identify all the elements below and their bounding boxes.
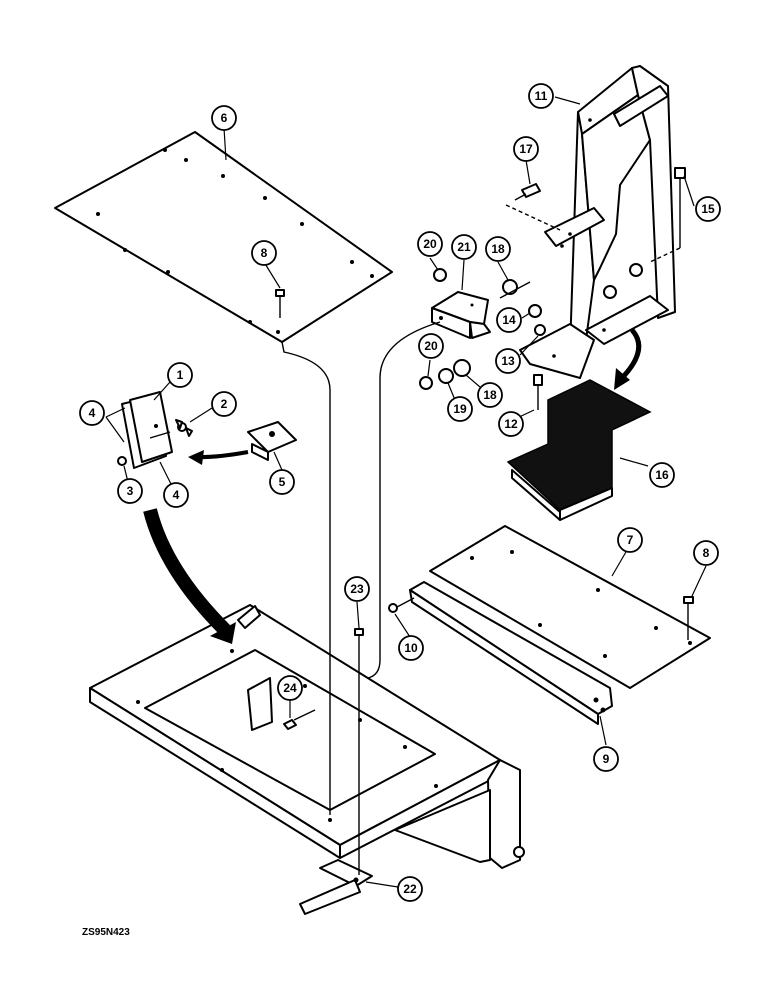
- callout-4a-label: 4: [89, 406, 96, 420]
- routing-line-left: [281, 341, 331, 815]
- callout-14-label: 14: [502, 313, 516, 327]
- seat-frame: [89, 604, 525, 869]
- latch-assembly: [117, 391, 297, 469]
- screw-part-8-right: [683, 596, 694, 640]
- callout-3: 3: [117, 478, 143, 504]
- plate-part-7: [429, 525, 711, 689]
- drawing-code: ZS95N423: [82, 927, 130, 938]
- callout-19-label: 19: [453, 402, 467, 416]
- callout-18a: 18: [485, 236, 511, 262]
- callout-21-label: 21: [457, 240, 471, 254]
- nut-part-14: [528, 304, 542, 318]
- callout-18b: 18: [477, 382, 503, 408]
- screw-part-10: [388, 597, 415, 613]
- callout-12-label: 12: [504, 417, 518, 431]
- callout-19: 19: [447, 396, 473, 422]
- direction-arrow-large: [143, 508, 230, 635]
- callout-15: 15: [695, 196, 721, 222]
- bolt-part-15: [649, 167, 686, 263]
- leader-lines: [105, 96, 707, 888]
- callout-11-label: 11: [535, 89, 548, 103]
- callouts: 1 2 3 4 4 5 6 7 8 8 9 10 11 12 13 14 15 …: [79, 83, 721, 902]
- callout-20b: 20: [418, 333, 444, 359]
- callout-24-label: 24: [283, 681, 297, 695]
- bolt-part-24: [283, 709, 316, 730]
- callout-7: 7: [617, 527, 643, 553]
- callout-5-label: 5: [279, 475, 286, 489]
- callout-2-label: 2: [221, 397, 228, 411]
- routing-line-right: [367, 321, 441, 679]
- callout-14: 14: [496, 307, 522, 333]
- angle-part-9: [409, 581, 613, 725]
- callout-22-label: 22: [403, 882, 417, 896]
- callout-4a: 4: [79, 400, 105, 426]
- hinge-bracket-part-21: [431, 291, 491, 339]
- callout-16: 16: [649, 462, 675, 488]
- callout-1: 1: [167, 362, 193, 388]
- callout-20a-label: 20: [423, 237, 437, 251]
- callout-23-label: 23: [350, 582, 364, 596]
- callout-8a-label: 8: [261, 246, 268, 260]
- callout-9: 9: [593, 746, 619, 772]
- callout-20b-label: 20: [424, 339, 438, 353]
- bracket-part-22: [299, 859, 373, 915]
- callout-12: 12: [498, 411, 524, 437]
- callout-3-label: 3: [127, 484, 134, 498]
- bolt-part-12: [533, 374, 543, 410]
- arrowhead-mat: [614, 368, 630, 390]
- callout-23: 23: [344, 576, 370, 602]
- callout-4b-label: 4: [173, 488, 180, 502]
- callout-16-label: 16: [655, 468, 669, 482]
- callout-22: 22: [397, 876, 423, 902]
- arrowhead-small: [188, 450, 204, 465]
- callout-13-label: 13: [501, 354, 515, 368]
- callout-20a: 20: [417, 231, 443, 257]
- callout-4b: 4: [163, 482, 189, 508]
- callout-17-label: 17: [519, 142, 533, 156]
- callout-6-label: 6: [221, 111, 228, 125]
- callout-9-label: 9: [603, 752, 610, 766]
- bolt-part-17: [505, 183, 561, 231]
- callout-10-label: 10: [404, 641, 418, 655]
- screw-part-8-top: [275, 289, 285, 318]
- arrowhead-large: [210, 622, 236, 644]
- floor-mat-part-16: [506, 379, 652, 521]
- washer-part-19: [438, 368, 454, 384]
- nut-part-20-top: [433, 268, 447, 282]
- callout-8b: 8: [693, 540, 719, 566]
- callout-21: 21: [451, 234, 477, 260]
- callout-5: 5: [269, 469, 295, 495]
- callout-17: 17: [513, 136, 539, 162]
- nut-part-13: [534, 324, 546, 336]
- callout-13: 13: [495, 348, 521, 374]
- plate-part-6: [54, 131, 393, 343]
- callout-11: 11: [528, 83, 554, 109]
- callout-1-label: 1: [177, 368, 184, 382]
- callout-6: 6: [211, 105, 237, 131]
- callout-2: 2: [211, 391, 237, 417]
- wing-nut-part-2: [175, 419, 193, 437]
- callout-7-label: 7: [627, 533, 634, 547]
- washer-part-18-bottom: [453, 359, 471, 377]
- callout-8a: 8: [251, 240, 277, 266]
- callout-18b-label: 18: [483, 388, 497, 402]
- callout-8b-label: 8: [703, 546, 710, 560]
- screw-part-23: [354, 628, 364, 655]
- callout-10: 10: [398, 635, 424, 661]
- callout-24: 24: [277, 675, 303, 701]
- callout-18a-label: 18: [491, 242, 505, 256]
- catch-part-5: [247, 421, 297, 461]
- callout-15-label: 15: [701, 202, 715, 216]
- direction-arrow-mat: [618, 328, 642, 382]
- nut-part-20-bottom: [419, 376, 433, 390]
